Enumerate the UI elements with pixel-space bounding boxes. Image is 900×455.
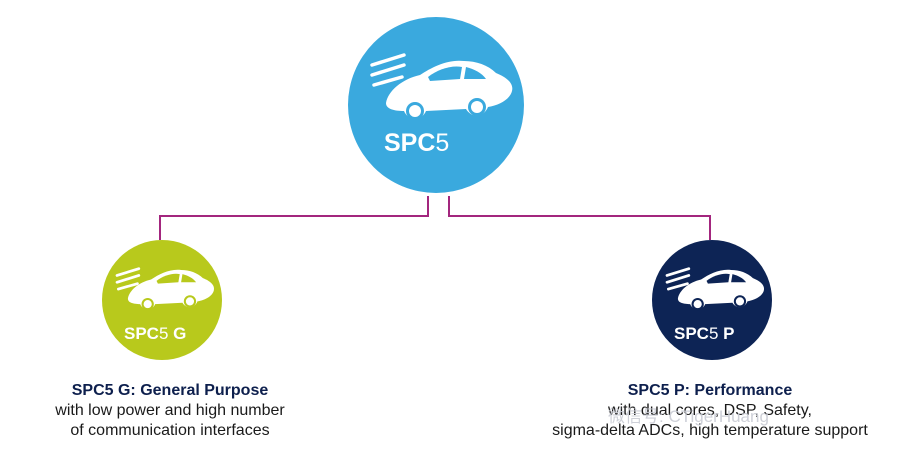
spc5-g-label: SPC5 G: [124, 324, 186, 344]
spc5-g-title: SPC5 G: General Purpose: [71, 382, 269, 399]
spc5-g-caption: SPC5 G: General Purpose with low power a…: [10, 381, 330, 441]
spc5-p-caption: SPC5 P: Performance with dual cores, DSP…: [520, 381, 900, 441]
variant-letter: P: [718, 324, 735, 343]
spc-number: 5: [708, 324, 719, 343]
spc-text: SPC: [124, 324, 159, 343]
spc-number: 5: [158, 324, 169, 343]
spc5-p-title: SPC5 P: Performance: [627, 382, 793, 399]
spc5-p-desc-line1: with dual cores, DSP, Safety,: [608, 402, 812, 419]
connector-right: [448, 196, 711, 240]
variant-letter: G: [168, 324, 187, 343]
car-icon: [115, 267, 215, 311]
spc5-p-circle: SPC5 P: [652, 240, 772, 360]
spc5-main-circle: SPC5: [348, 17, 524, 193]
car-icon: [665, 267, 765, 311]
spc5-g-desc-line2: of communication interfaces: [70, 422, 270, 439]
spc5-g-circle: SPC5 G: [102, 240, 222, 360]
spc-text: SPC: [384, 129, 436, 157]
spc-number: 5: [435, 129, 450, 157]
spc5-main-label: SPC5: [384, 129, 449, 158]
connector-left: [159, 196, 429, 240]
spc5-g-desc-line1: with low power and high number: [55, 402, 285, 419]
watermark: 微信号: CTigerHuang: [608, 407, 769, 426]
car-icon: [370, 53, 513, 120]
spc5-p-label: SPC5 P: [674, 324, 735, 344]
spc-text: SPC: [674, 324, 709, 343]
spc5-p-desc-line2: sigma-delta ADCs, high temperature suppo…: [552, 422, 868, 439]
